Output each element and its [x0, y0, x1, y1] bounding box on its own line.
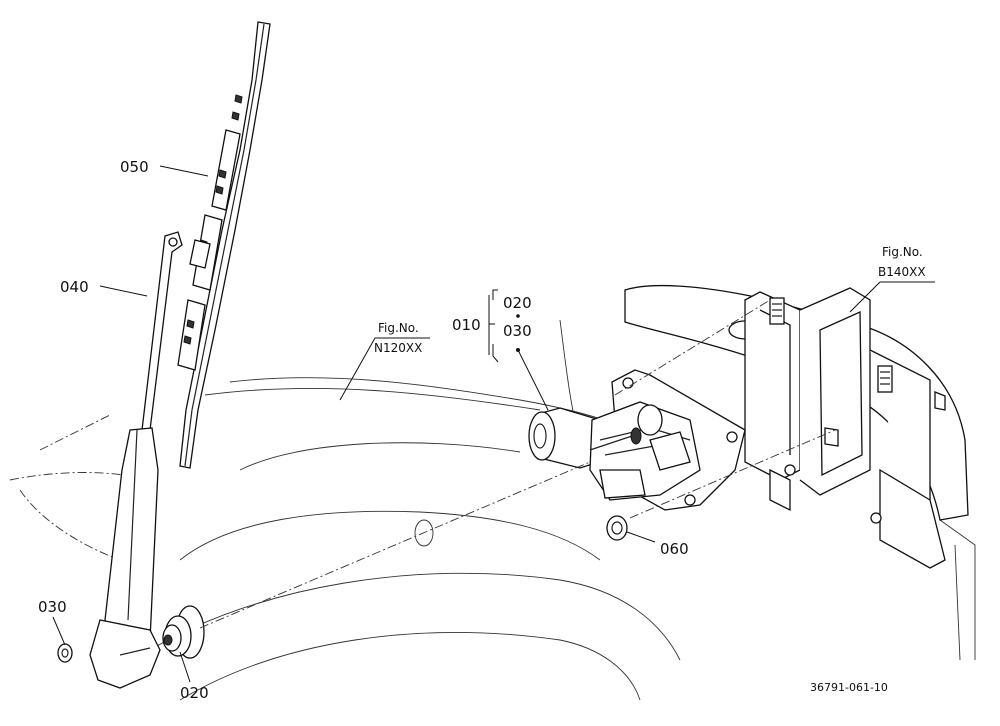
seal-020: [162, 605, 205, 659]
leader-dot: [516, 348, 520, 352]
nut-030: [57, 643, 73, 663]
ref-n120-code: N120XX: [374, 341, 422, 355]
label-030: 030: [38, 598, 67, 616]
wiper-blade: [177, 21, 271, 469]
label-020: 020: [180, 684, 209, 702]
cab-panel-outline: [9, 319, 976, 701]
ref-b140-title: Fig.No.: [882, 245, 923, 259]
axis-lines: [199, 299, 836, 629]
ref-b140-code: B140XX: [878, 265, 926, 279]
wiper-arm: [89, 231, 183, 689]
wiper-motor: [528, 369, 746, 511]
label-010-sub-020: 020: [503, 294, 532, 312]
label-010: 010: [452, 316, 481, 334]
drawing-code: 36791-061-10: [810, 681, 888, 694]
frame-bracket: [624, 284, 969, 569]
ref-n120-title: Fig.No.: [378, 321, 419, 335]
leader-lines: [52, 165, 935, 683]
label-040: 040: [60, 278, 89, 296]
sub-separator-dot: [516, 314, 520, 318]
label-050: 050: [120, 158, 149, 176]
label-060: 060: [660, 540, 689, 558]
nut-060: [606, 515, 628, 541]
label-010-sub-030: 030: [503, 322, 532, 340]
